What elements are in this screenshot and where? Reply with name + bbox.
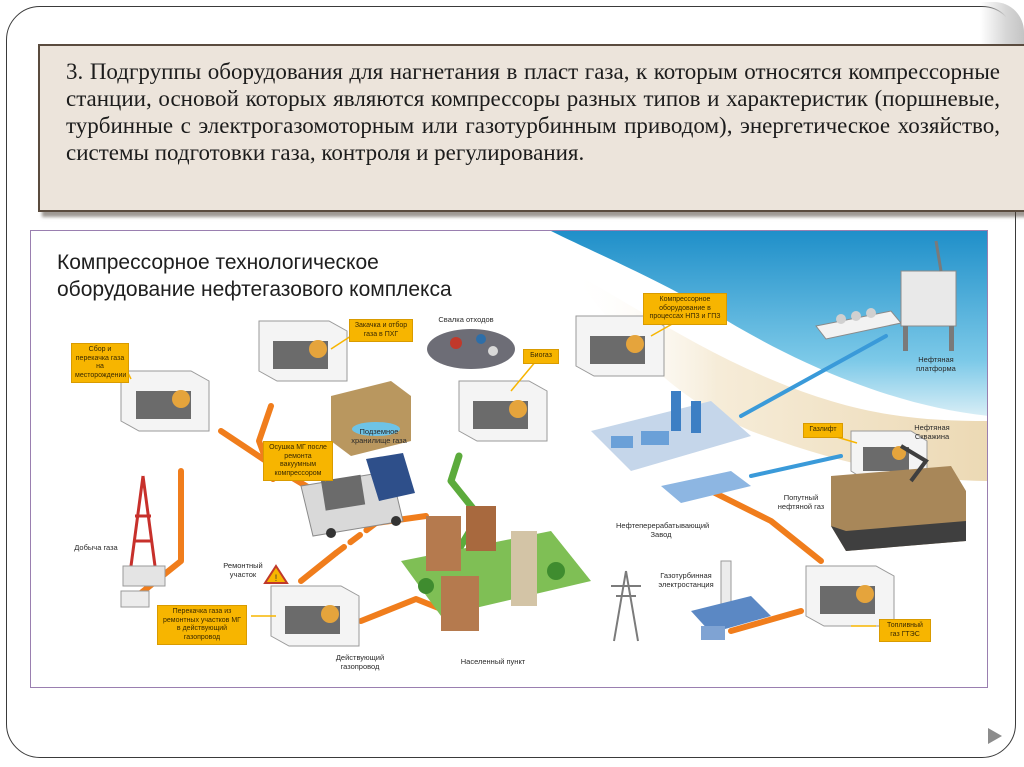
label-active-pipeline: Действующий газопровод <box>335 653 385 671</box>
callout-refinery-compressor: Компрессорное оборудование в процессах Н… <box>643 293 727 325</box>
pipe-blue-platform <box>739 334 888 418</box>
power-line-tower <box>611 570 641 642</box>
callout-drying: Осушка МГ после ремонта вакуумным компре… <box>263 441 333 481</box>
callout-injection: Закачка и отбор газа в ПХГ <box>349 319 413 342</box>
truck-illustration <box>300 453 415 538</box>
diagram-title-line2: оборудование нефтегазового комплекса <box>57 278 452 301</box>
pipe-orange-turbine <box>728 608 804 634</box>
label-associated-gas: Попутный нефтяной газ <box>777 493 825 511</box>
callout-fuel-gas: Топливный газ ГТЭС <box>879 619 931 642</box>
sea-background <box>551 231 987 481</box>
settlement-buildings <box>401 506 591 631</box>
label-settlement: Населенный пункт <box>460 657 526 666</box>
oil-well-cube <box>831 444 966 551</box>
compressor-unit-repair <box>270 585 360 647</box>
svg-text:!: ! <box>275 573 278 583</box>
label-repair-section: Ремонтный участок <box>223 561 263 579</box>
pipe-blue-well <box>749 454 843 478</box>
compressor-unit-gathering <box>120 370 210 432</box>
underground-storage-cube <box>331 381 411 456</box>
callout-biogas: Биогаз <box>523 349 559 364</box>
gas-production-tower <box>120 475 166 608</box>
compressor-unit-gaslift <box>850 430 928 482</box>
label-oil-platform: Нефтяная платформа <box>916 355 956 373</box>
label-refinery: Нефтеперерабатывающий Завод <box>616 521 710 539</box>
label-underground-storage: Подземное хранилище газа <box>351 427 407 445</box>
callout-gaslift: Газлифт <box>803 423 843 438</box>
label-waste-dump: Свалка отходов <box>438 315 494 324</box>
label-gas-turbine-plant: Газотурбинная электростанция <box>658 571 714 589</box>
pipe-orange-right <box>698 483 824 564</box>
compressor-unit-injection <box>258 320 348 382</box>
pipe-orange-dashed <box>333 520 379 556</box>
next-slide-arrow-icon[interactable] <box>988 728 1002 744</box>
compressor-unit-biogas <box>458 380 548 442</box>
label-oil-well: Нефтяная Скважина <box>914 423 950 441</box>
text-box: 3. Подгруппы оборудования для нагнетания… <box>38 44 1024 212</box>
waste-dump-pile <box>427 329 515 369</box>
slide-text: 3. Подгруппы оборудования для нагнетания… <box>66 59 1000 165</box>
diagram: ! Компрессорное технологическое оборудов… <box>30 230 988 688</box>
diagram-illustration: ! <box>120 231 987 647</box>
gas-turbine-plant <box>691 560 771 640</box>
offshore-platform <box>815 240 957 351</box>
callout-gathering: Сбор и перекачка газа на месторождении <box>71 343 129 383</box>
diagram-title-line1: Компрессорное технологическое <box>57 251 379 274</box>
callout-repair-transfer: Перекачка газа из ремонтных участков МГ … <box>157 605 247 645</box>
compressor-unit-fuel <box>805 565 895 627</box>
compressor-unit-refinery <box>575 315 665 377</box>
warning-sign-icon: ! <box>263 564 289 584</box>
label-gas-production: Добыча газа <box>74 543 118 552</box>
diagram-title: Компрессорное технологическое оборудован… <box>57 249 452 303</box>
refinery-complex <box>591 391 751 503</box>
pipe-orange-repair <box>298 550 339 584</box>
